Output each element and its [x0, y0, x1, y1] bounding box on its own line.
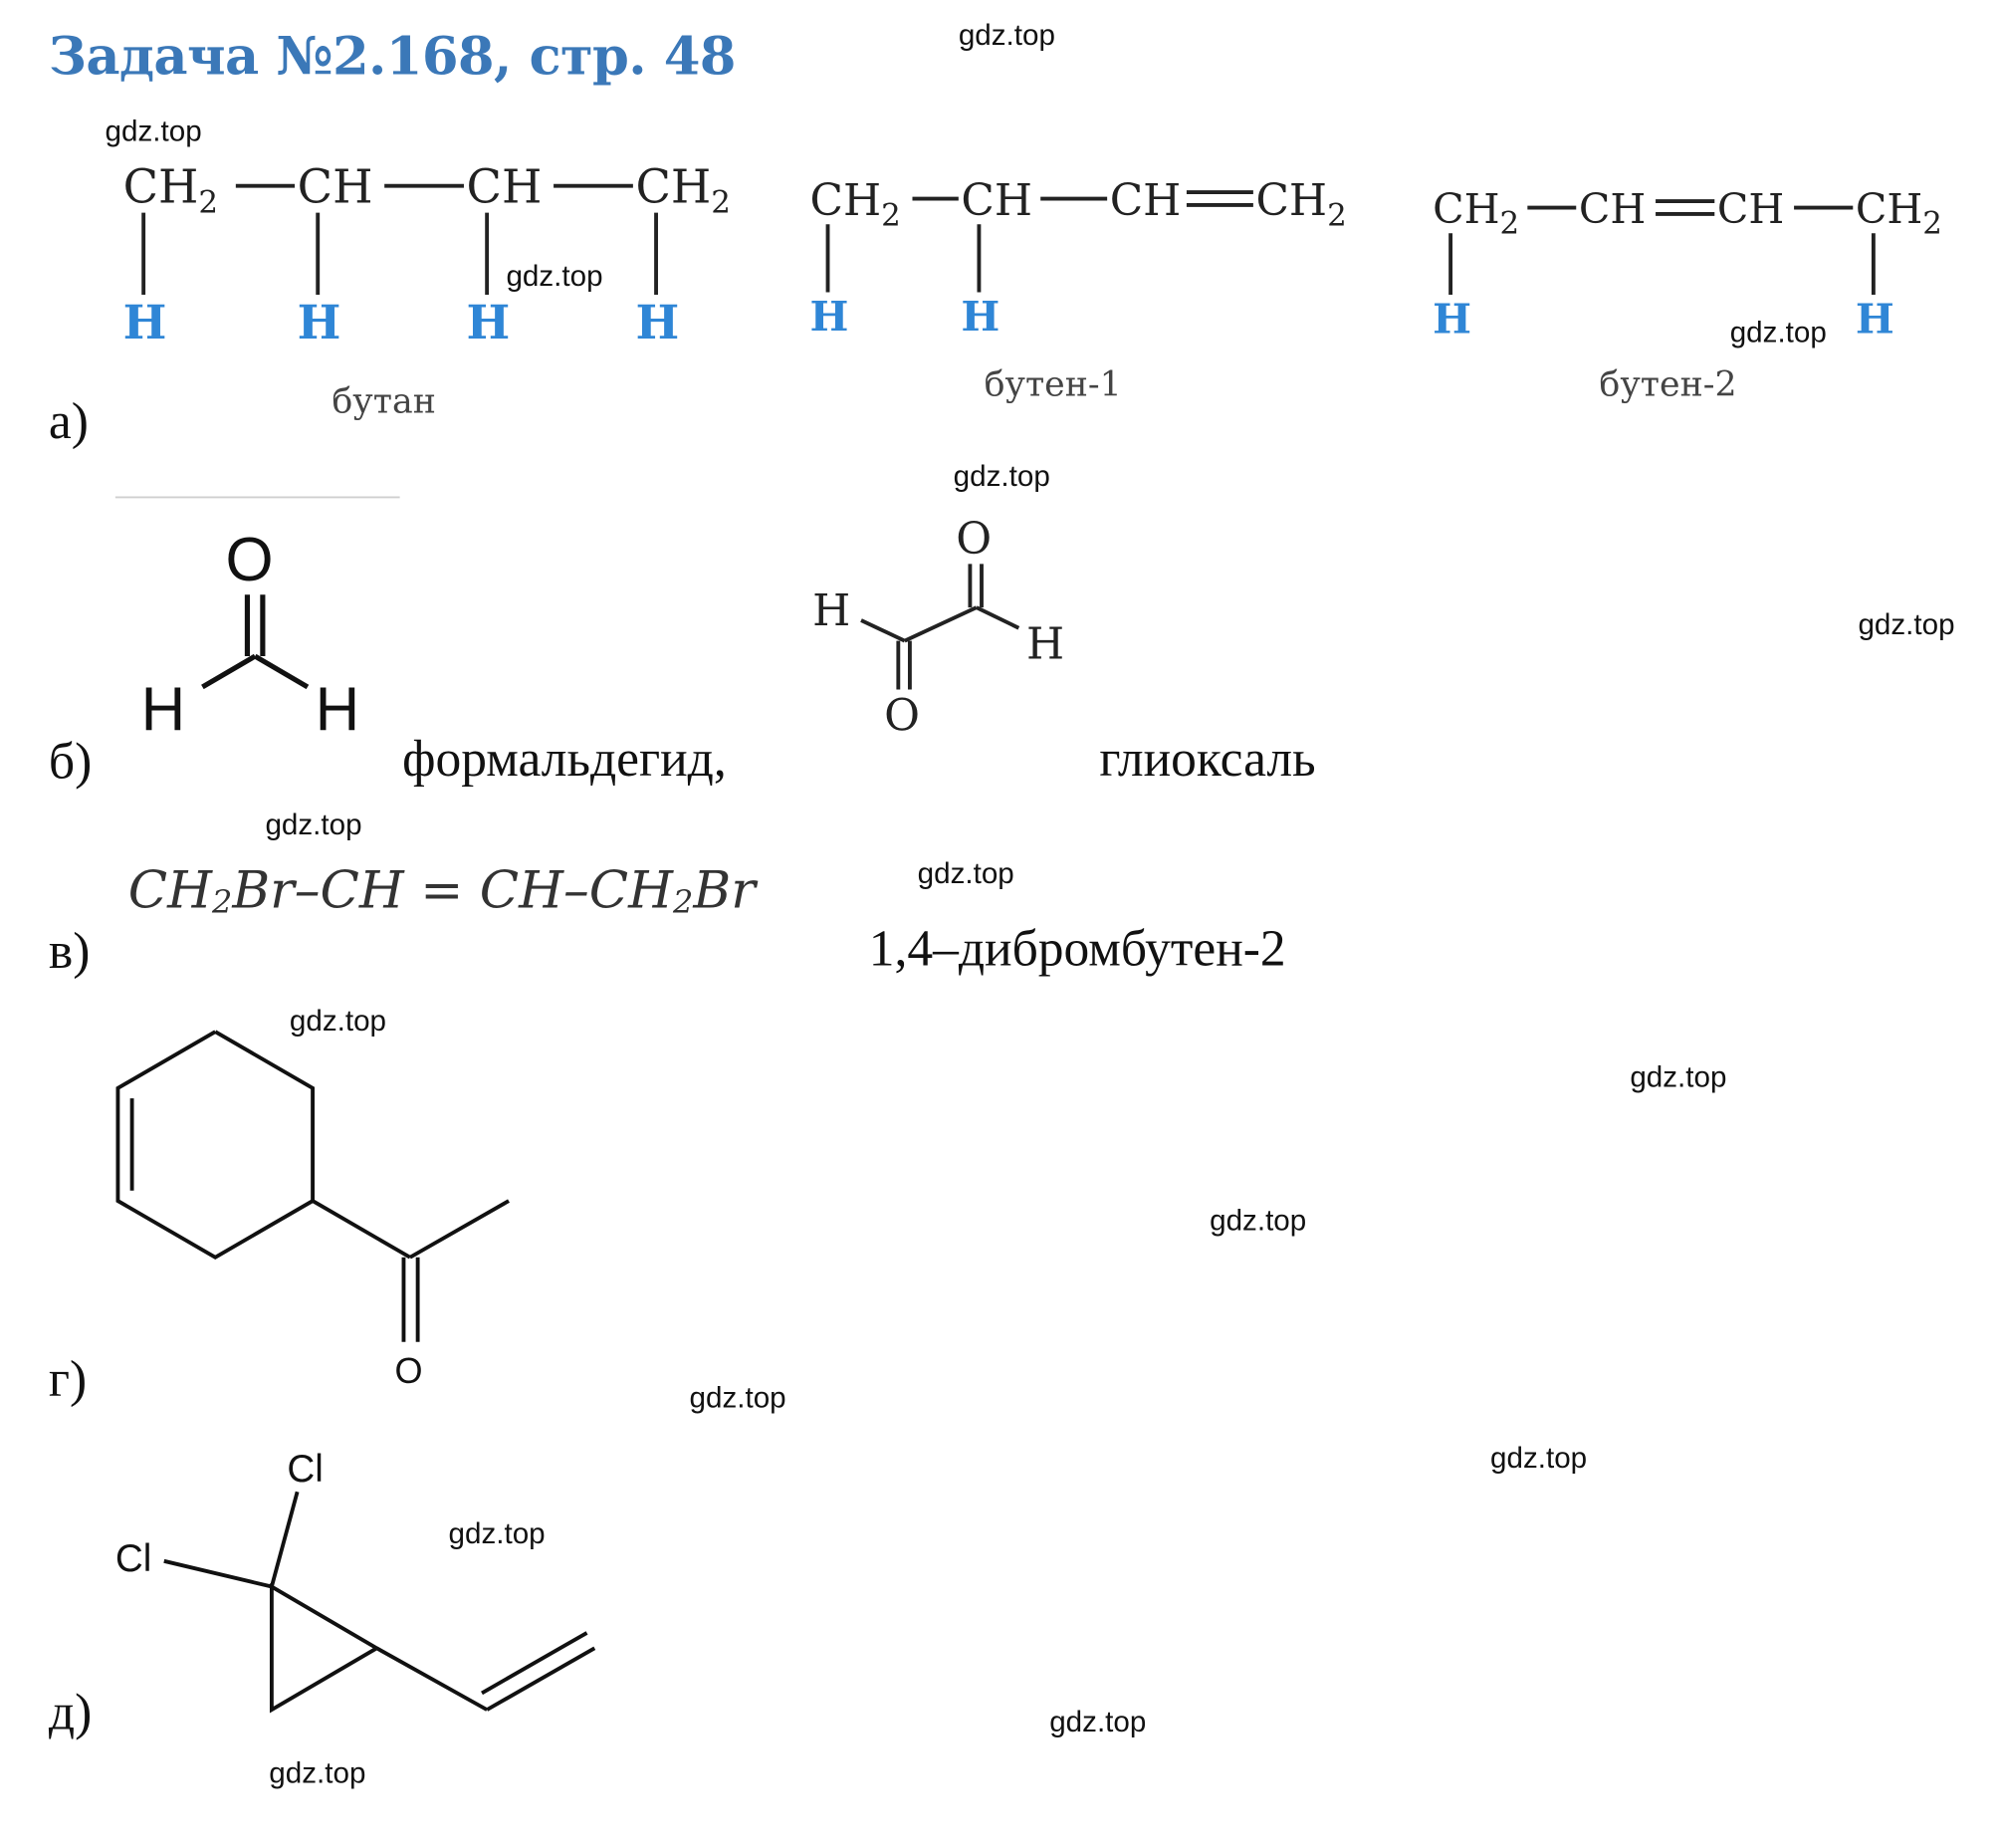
butene2-group-1: CH2	[1433, 185, 1519, 241]
watermark: gdz.top	[953, 458, 1050, 493]
cyclopropane-ring	[269, 1583, 381, 1714]
butene2-group-2: CH	[1579, 185, 1646, 233]
formaldehyde-structure: O H H	[141, 526, 360, 745]
glyoxal-structure: O H H O	[812, 514, 1064, 742]
compound-name-dibromobutene: 1,4–дибромбутен-2	[868, 918, 1286, 977]
compound-name-butene-2: бутен-2	[1599, 364, 1737, 405]
bond-single	[163, 1558, 273, 1589]
butane-group-4: CH2	[635, 159, 731, 220]
hydrogen-atom: H	[298, 295, 341, 349]
watermark: gdz.top	[917, 855, 1014, 890]
butane-group-2: CH	[298, 159, 373, 213]
watermark: gdz.top	[1049, 1704, 1147, 1738]
watermark: gdz.top	[689, 1380, 786, 1414]
watermark: gdz.top	[1210, 1203, 1307, 1238]
oxygen-atom: O	[956, 514, 992, 565]
oxygen-atom: O	[394, 1350, 422, 1391]
hydrogen-atom: H	[1856, 295, 1894, 344]
watermark: gdz.top	[1729, 315, 1827, 349]
item-label-d: д)	[48, 1683, 93, 1741]
bond-single	[270, 1491, 300, 1588]
hydrogen-atom: H	[810, 292, 849, 341]
butane-group-1: CH2	[123, 159, 219, 220]
oxygen-atom: O	[884, 691, 920, 742]
item-label-a: а)	[48, 391, 89, 450]
formula-dibromobutene: CH2Br–CH = CH–CH2Br	[127, 860, 756, 921]
watermark: gdz.top	[1630, 1059, 1727, 1093]
hydrogen-atom: H	[1026, 619, 1064, 670]
butene-2-structure: CH2 CH CH CH2 H H	[1433, 185, 1942, 344]
compound-name-glyoxal: глиоксаль	[1099, 729, 1316, 788]
ketone-structure	[115, 1030, 510, 1342]
watermark: gdz.top	[105, 114, 202, 148]
cyclohexene-ring	[115, 1030, 316, 1260]
bond-single	[408, 1199, 510, 1260]
watermark: gdz.top	[1490, 1440, 1588, 1475]
hydrogen-atom: H	[316, 676, 360, 745]
hydrogen-atom: H	[123, 295, 167, 349]
hydrogen-atom: H	[635, 295, 679, 349]
compound-name-butane: бутан	[332, 381, 436, 422]
watermark: gdz.top	[269, 1755, 366, 1789]
oxygen-atom: O	[226, 526, 274, 594]
hydrogen-atom: H	[1433, 295, 1471, 344]
compound-name-formaldehyde: формальдегид,	[402, 729, 727, 788]
butene1-group-1: CH2	[810, 175, 901, 233]
page-title: Задача №2.168, стр. 48	[48, 25, 737, 88]
butene1-group-3: CH	[1110, 175, 1182, 226]
bond-single	[860, 618, 906, 643]
item-label-g: г)	[48, 1349, 88, 1408]
chlorine-atom: Cl	[115, 1537, 151, 1580]
butene1-group-4: CH2	[1255, 175, 1346, 233]
hydrogen-atom: H	[961, 292, 1000, 341]
watermark: gdz.top	[958, 18, 1055, 52]
bond-single	[253, 653, 310, 690]
bond-single	[201, 653, 257, 690]
butane-group-3: CH	[467, 159, 543, 213]
bond-single	[976, 605, 1020, 630]
item-label-v: в)	[48, 921, 91, 980]
hydrogen-atom: H	[141, 676, 186, 745]
butane-structure: CH2 CH CH CH2 H H H H	[123, 159, 731, 348]
butene-1-structure: CH2 CH CH CH2 H H	[810, 175, 1347, 341]
bond-double	[481, 1631, 588, 1696]
bond-single	[375, 1646, 489, 1712]
butene2-group-3: CH	[1717, 185, 1784, 233]
item-label-b: б)	[48, 731, 93, 790]
watermark: gdz.top	[448, 1515, 546, 1550]
bond-single	[312, 1199, 411, 1260]
chlorine-atom: Cl	[287, 1448, 323, 1491]
hydrogen-atom: H	[467, 295, 511, 349]
watermark: gdz.top	[506, 259, 603, 293]
hydrogen-atom: H	[812, 585, 850, 636]
watermark: gdz.top	[265, 807, 362, 841]
butene2-group-4: CH2	[1856, 185, 1942, 241]
bond-double	[486, 1646, 596, 1712]
dichlorocyclopropane-structure	[163, 1491, 596, 1714]
compound-name-butene-1: бутен-1	[984, 364, 1122, 405]
watermark: gdz.top	[289, 1003, 387, 1038]
watermark: gdz.top	[1858, 607, 1955, 641]
butene1-group-2: CH	[961, 175, 1032, 226]
bond-single	[903, 605, 978, 643]
